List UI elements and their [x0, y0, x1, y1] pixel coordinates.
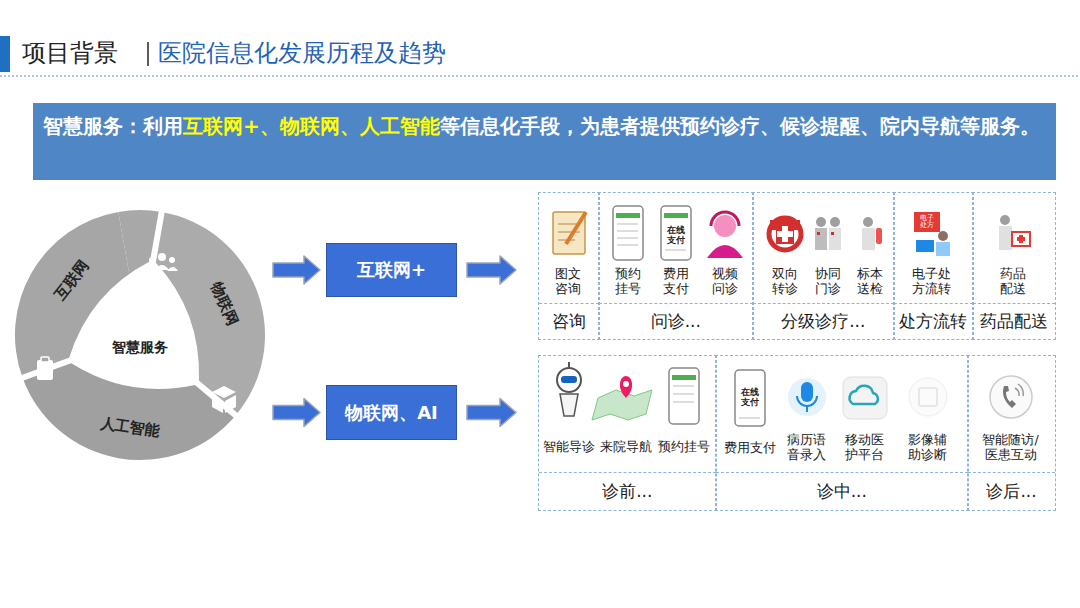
item-caption: 药品 配送	[1000, 266, 1026, 297]
box-text: 物联网、AI	[345, 401, 438, 425]
icon-phone	[613, 206, 643, 260]
block-arrow	[273, 399, 320, 427]
service-cell: 预约 挂号费用 支付视频 问诊问诊...	[598, 192, 754, 340]
icon-lab	[862, 217, 882, 250]
icon-prescription	[914, 212, 950, 256]
item-caption: 病历语 音录入	[787, 432, 826, 463]
service-cell: 费用支付病历语 音录入移动医 护平台影像辅 助诊断诊中...	[715, 355, 969, 511]
segment-text: 智慧服务	[112, 339, 168, 356]
page-title: 医院信息化发展历程及趋势	[158, 38, 446, 68]
item-caption: 费用 支付	[663, 266, 689, 297]
banner-box: 智慧服务：利用互联网+、物联网、人工智能等信息化手段，为患者提供预约诊疗、候诊提…	[33, 103, 1056, 180]
category-row: 诊中...	[716, 472, 968, 510]
item-caption: 费用支付	[724, 440, 776, 456]
category-text: 药品配送	[980, 310, 1048, 333]
item-caption: 来院导航	[600, 439, 652, 455]
service-cell: 智能随访/ 医患互动诊后...	[967, 355, 1056, 511]
icon-imaging	[909, 378, 947, 416]
process-box: 物联网、AI	[326, 385, 457, 440]
category-row: 诊前...	[539, 472, 716, 510]
icon-text: 电子 处方	[920, 215, 934, 230]
category-row: 处方流转	[894, 303, 973, 339]
category-row: 咨询	[539, 303, 599, 339]
banner-text: 智慧服务：利用	[43, 114, 183, 138]
item-caption: 图文 咨询	[555, 266, 581, 297]
icon-text: 在线 支付	[667, 226, 685, 246]
icon-microphone	[788, 378, 826, 416]
icon-phone	[735, 370, 765, 426]
icon-phone	[661, 206, 691, 260]
icon-hospital	[769, 218, 801, 250]
category-text: 问诊...	[651, 310, 701, 333]
title-divider	[147, 42, 149, 66]
block-arrow	[273, 256, 320, 284]
category-text: 处方流转	[899, 310, 967, 333]
block-arrow	[467, 399, 516, 427]
icon-robot	[557, 362, 581, 416]
category-row: 药品配送	[973, 303, 1055, 339]
process-box: 互联网+	[326, 243, 457, 297]
category-text: 诊后...	[986, 480, 1036, 503]
icon-phone	[669, 368, 699, 424]
category-text: 诊中...	[817, 480, 867, 503]
item-caption: 影像辅 助诊断	[908, 432, 947, 463]
icon-map	[592, 376, 652, 420]
category-text: 分级诊疗...	[781, 310, 865, 333]
service-cell: 智能导诊来院导航预约挂号诊前...	[538, 355, 717, 511]
item-caption: 智能导诊	[543, 439, 595, 455]
icon-delivery	[999, 215, 1030, 250]
category-text: 诊前...	[602, 480, 652, 503]
service-cell: 图文 咨询咨询	[538, 192, 600, 340]
header-bar	[0, 36, 10, 72]
item-caption: 标本 送检	[857, 266, 883, 297]
icon-headset	[707, 212, 743, 258]
item-caption: 视频 问诊	[712, 266, 738, 297]
ring	[15, 207, 265, 460]
header-rule	[0, 76, 1080, 77]
category-row: 问诊...	[599, 303, 753, 339]
center-triangle: 智慧服务	[112, 339, 168, 356]
item-caption: 电子处 方流转	[912, 266, 951, 297]
item-caption: 移动医 护平台	[845, 432, 884, 463]
highlight-text: 互联网+、物联网、人工智能	[183, 114, 440, 138]
icon-cloud	[843, 377, 887, 419]
section-label: 项目背景	[22, 38, 118, 68]
icon-text: 在线 支付	[741, 388, 759, 408]
category-row: 分级诊疗...	[753, 303, 894, 339]
item-caption: 协同 门诊	[815, 266, 841, 297]
service-cell: 电子处 方流转处方流转	[893, 192, 974, 340]
box-text: 互联网+	[357, 258, 426, 282]
category-text: 咨询	[552, 310, 586, 333]
item-caption: 智能随访/ 医患互动	[982, 432, 1038, 463]
service-cell: 双向 转诊协同 门诊标本 送检分级诊疗...	[752, 192, 895, 340]
item-caption: 预约挂号	[658, 439, 710, 455]
category-row: 诊后...	[968, 472, 1055, 510]
item-caption: 预约 挂号	[615, 266, 641, 297]
icon-phone-call	[990, 376, 1032, 418]
item-caption: 双向 转诊	[772, 266, 798, 297]
icon-notepad	[553, 212, 586, 254]
service-cell: 药品 配送药品配送	[972, 192, 1056, 340]
block-arrow	[467, 256, 516, 284]
banner-text: 等信息化手段，为患者提供预约诊疗、候诊提醒、院内导航等服务。	[440, 114, 1040, 138]
icon-doctors	[815, 217, 841, 250]
